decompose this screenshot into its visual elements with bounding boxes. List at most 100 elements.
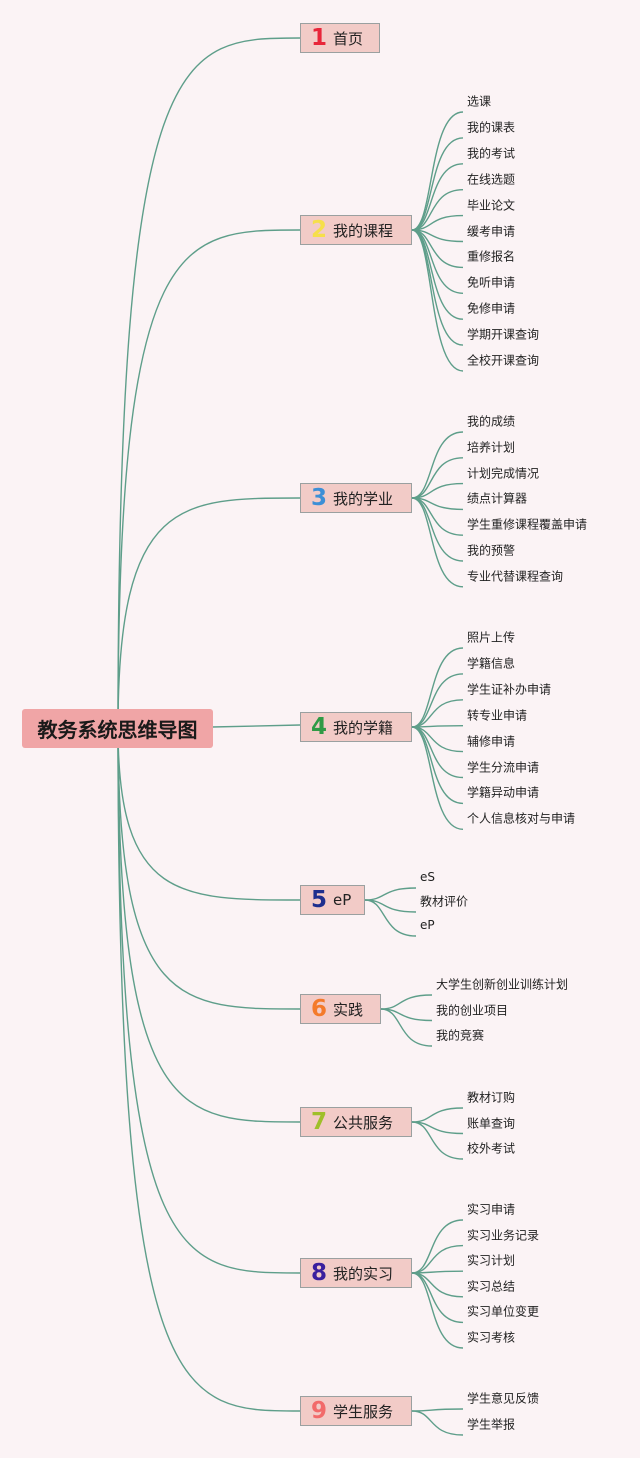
leaf-connector-9-0 [411, 1408, 464, 1412]
branch-label-7: 公共服务 [333, 1113, 394, 1132]
leaf-item-4-7[interactable]: 个人信息核对与申请 [467, 811, 576, 826]
leaf-connector-2-0 [411, 111, 464, 231]
leaf-item-2-7[interactable]: 免听申请 [467, 275, 516, 290]
leaf-item-2-4[interactable]: 毕业论文 [467, 198, 516, 213]
leaf-item-5-0[interactable]: eS [420, 870, 435, 884]
leaf-item-4-3[interactable]: 转专业申请 [467, 708, 528, 723]
leaf-item-2-3[interactable]: 在线选题 [467, 172, 516, 187]
leaf-item-7-2[interactable]: 校外考试 [467, 1141, 516, 1156]
leaf-item-2-6[interactable]: 重修报名 [467, 249, 516, 264]
leaf-item-2-5[interactable]: 缓考申请 [467, 224, 516, 238]
branch-label-5: eP [333, 891, 352, 909]
leaf-connector-2-3 [411, 189, 464, 231]
branch-node-1[interactable]: 1 首页 [300, 23, 380, 53]
branch-number-1: 1 [311, 24, 328, 51]
leaf-item-2-2[interactable]: 我的考试 [467, 146, 516, 161]
root-connector-line [211, 724, 301, 728]
leaf-item-3-6[interactable]: 专业代替课程查询 [467, 569, 564, 584]
leaf-item-2-0[interactable]: 选课 [467, 94, 492, 109]
branch-connector-9 [117, 727, 301, 1412]
leaf-connector-3-1 [411, 457, 464, 499]
leaf-connector-2-10 [411, 229, 464, 372]
leaf-item-7-1[interactable]: 账单查询 [467, 1116, 516, 1130]
branch-node-7[interactable]: 7 公共服务 [300, 1107, 412, 1137]
leaf-item-3-3[interactable]: 绩点计算器 [467, 491, 528, 506]
leaf-item-2-10[interactable]: 全校开课查询 [467, 353, 540, 368]
leaf-item-4-6[interactable]: 学籍异动申请 [467, 785, 540, 800]
leaf-item-2-9[interactable]: 学期开课查询 [467, 327, 540, 342]
branch-number-3: 3 [311, 484, 328, 511]
branch-label-3: 我的学业 [333, 489, 394, 508]
leaf-item-4-4[interactable]: 辅修申请 [467, 734, 516, 749]
branch-number-6: 6 [311, 995, 328, 1022]
leaf-item-3-5[interactable]: 我的预警 [467, 543, 516, 558]
leaf-item-6-2[interactable]: 我的竞赛 [436, 1028, 485, 1043]
leaf-connector-4-0 [411, 647, 464, 728]
branch-label-1: 首页 [333, 29, 364, 48]
leaf-item-3-1[interactable]: 培养计划 [467, 440, 516, 455]
leaf-connector-2-7 [411, 229, 464, 294]
leaf-connector-8-0 [411, 1219, 464, 1274]
leaf-connector-7-0 [411, 1107, 464, 1123]
leaf-item-6-0[interactable]: 大学生创新创业训练计划 [436, 977, 569, 992]
leaf-item-8-1[interactable]: 实习业务记录 [467, 1228, 540, 1243]
leaf-item-8-4[interactable]: 实习单位变更 [467, 1304, 540, 1319]
branch-number-7: 7 [311, 1108, 328, 1135]
branch-connector-6 [117, 727, 301, 1010]
leaf-item-4-5[interactable]: 学生分流申请 [467, 760, 540, 774]
branch-connector-2 [117, 229, 301, 729]
leaf-item-5-1[interactable]: 教材评价 [420, 894, 469, 909]
leaf-item-3-4[interactable]: 学生重修课程覆盖申请 [467, 517, 588, 532]
branch-label-9: 学生服务 [333, 1402, 394, 1421]
leaf-item-8-2[interactable]: 实习计划 [467, 1253, 516, 1268]
leaf-connector-9-1 [411, 1410, 464, 1436]
branch-node-3[interactable]: 3 我的学业 [300, 483, 412, 513]
leaf-connector-8-4 [411, 1272, 464, 1324]
leaf-item-4-0[interactable]: 照片上传 [467, 630, 516, 645]
branch-label-6: 实践 [333, 1000, 364, 1019]
leaf-connector-3-5 [411, 497, 464, 562]
branch-node-4[interactable]: 4 我的学籍 [300, 712, 412, 742]
leaf-item-2-8[interactable]: 免修申请 [467, 301, 516, 316]
branch-connector-1 [117, 37, 301, 729]
leaf-connector-6-0 [380, 994, 433, 1010]
leaf-connector-4-1 [411, 673, 464, 728]
leaf-item-4-2[interactable]: 学生证补办申请 [467, 682, 552, 697]
leaf-item-3-0[interactable]: 我的成绩 [467, 414, 516, 429]
root-node-title: 教务系统思维导图 [22, 709, 213, 748]
leaf-connector-4-2 [411, 699, 464, 728]
branch-connector-3 [117, 497, 301, 729]
leaf-item-7-0[interactable]: 教材订购 [467, 1090, 516, 1105]
branch-label-4: 我的学籍 [333, 718, 394, 737]
leaf-connector-4-5 [411, 726, 464, 779]
leaf-connector-5-2 [364, 899, 417, 937]
branch-node-6[interactable]: 6 实践 [300, 994, 381, 1024]
branch-label-2: 我的课程 [333, 221, 394, 240]
leaf-connector-2-2 [411, 163, 464, 231]
leaf-connector-6-2 [380, 1008, 433, 1047]
branch-number-9: 9 [311, 1397, 328, 1424]
leaf-connector-2-1 [411, 137, 464, 231]
branch-number-4: 4 [311, 713, 328, 740]
leaf-connector-7-2 [411, 1121, 464, 1160]
leaf-connector-5-0 [364, 887, 417, 901]
leaf-connector-4-7 [411, 726, 464, 830]
leaf-item-4-1[interactable]: 学籍信息 [467, 656, 516, 671]
leaf-item-8-5[interactable]: 实习考核 [467, 1330, 516, 1345]
leaf-connector-8-5 [411, 1272, 464, 1349]
branch-node-9[interactable]: 9 学生服务 [300, 1396, 412, 1426]
leaf-item-6-1[interactable]: 我的创业项目 [436, 1003, 509, 1017]
branch-connector-8 [117, 727, 301, 1274]
leaf-item-5-2[interactable]: eP [420, 918, 435, 932]
leaf-connector-3-0 [411, 431, 464, 499]
leaf-item-9-1[interactable]: 学生举报 [467, 1417, 516, 1432]
leaf-item-8-0[interactable]: 实习申请 [467, 1202, 516, 1217]
leaf-item-2-1[interactable]: 我的课表 [467, 120, 516, 135]
leaf-item-3-2[interactable]: 计划完成情况 [467, 466, 540, 481]
leaf-item-9-0[interactable]: 学生意见反馈 [467, 1391, 540, 1406]
leaf-item-8-3[interactable]: 实习总结 [467, 1279, 516, 1294]
